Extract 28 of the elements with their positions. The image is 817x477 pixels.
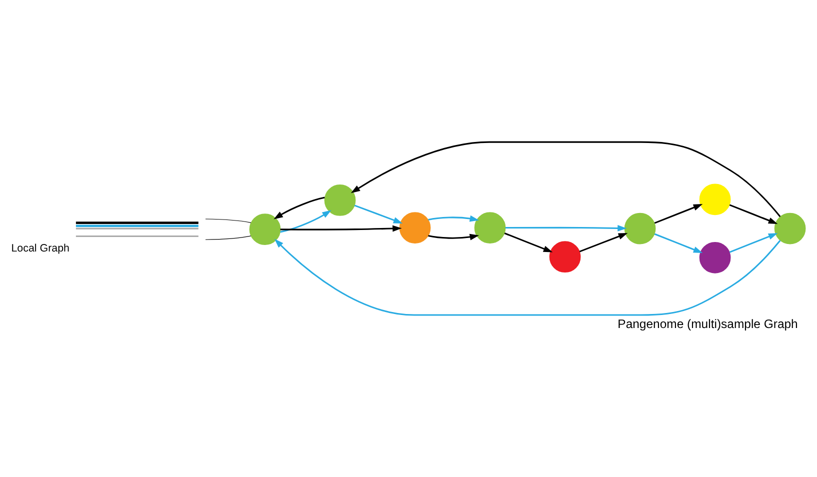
arrow — [504, 232, 553, 252]
node-circle — [474, 212, 506, 244]
connector — [205, 236, 252, 240]
node-circle — [324, 184, 356, 216]
arrow — [654, 233, 703, 254]
node-circle — [549, 241, 581, 273]
arrow — [428, 215, 479, 222]
caption: Pangenome (multi)sample Graph — [618, 316, 798, 331]
node-label: Local Graph — [11, 242, 70, 255]
arrow — [729, 233, 778, 253]
arrow — [729, 204, 778, 224]
node-circle — [774, 212, 806, 244]
arrow — [280, 225, 402, 232]
arrow — [505, 224, 627, 232]
arrow — [350, 141, 781, 218]
node-circle — [399, 212, 431, 244]
node-circle — [699, 242, 731, 274]
arrow — [274, 238, 781, 316]
arrow — [428, 234, 479, 240]
node-circle — [249, 214, 281, 245]
arrow — [354, 204, 403, 224]
arrow — [579, 233, 628, 252]
node-circle — [699, 184, 731, 216]
arrow — [274, 196, 325, 220]
node-circle — [624, 212, 656, 244]
arrow — [280, 210, 332, 233]
connector — [205, 218, 252, 223]
arrow — [654, 204, 703, 224]
